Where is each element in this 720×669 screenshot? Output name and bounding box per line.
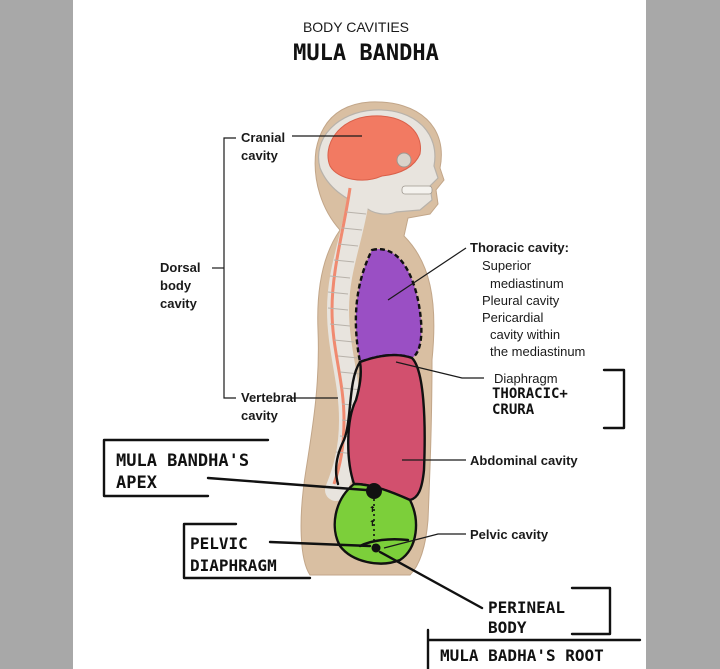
diaphragm-leader [395, 361, 484, 379]
spinal-cord [330, 187, 352, 485]
vertebral-label: Vertebral cavity [241, 390, 300, 423]
pelvic-diaphragm-note: PELVIC DIAPHRAGM [190, 534, 277, 575]
arrow-up-icon: ↑ [369, 516, 376, 529]
brain [327, 115, 421, 181]
apex-box [102, 438, 270, 498]
apex-pointer [206, 476, 368, 492]
handwritten-title: MULA BANDHA [293, 41, 439, 66]
thoracic-sublist: Superior mediastinum Pleural cavity Peri… [482, 258, 585, 359]
cranial-label: Cranial cavity [241, 130, 289, 163]
thoracic-heading: Thoracic cavity: [470, 240, 569, 255]
diaphragm-label: Diaphragm [494, 371, 558, 386]
dorsal-label: Dorsal body cavity [160, 260, 204, 311]
pelvic-leader [383, 533, 466, 549]
abdominal-label: Abdominal cavity [470, 453, 578, 468]
thoracic-leader [387, 247, 467, 301]
arrow-up-icon-2: ↑ [369, 502, 376, 515]
root-box [426, 628, 642, 669]
pelvic-cavity [333, 482, 418, 565]
eye-socket [396, 152, 412, 168]
vertebral-column [325, 189, 369, 501]
abdominal-cavity [347, 353, 426, 502]
perineal-pointer [378, 550, 484, 610]
dorsal-bracket [223, 137, 236, 399]
perineal-body-bracket [570, 586, 612, 636]
pelvic-label: Pelvic cavity [470, 527, 549, 542]
thoracic-crura-bracket [602, 368, 626, 430]
perineal-body-note: PERINEAL BODY [488, 598, 575, 637]
mula-bandha-root-note: MULA BADHA'S ROOT [440, 646, 604, 665]
page-title: BODY CAVITIES [303, 19, 409, 35]
pelvic-diaphragm-box [182, 522, 312, 580]
mula-bandha-apex-dot [366, 483, 382, 499]
crura-line [334, 360, 362, 486]
teeth [401, 185, 433, 195]
thoracic-crura-note: THORACIC+ CRURA [492, 386, 576, 418]
mula-bandha-apex-note: MULA BANDHA'S APEX [116, 451, 259, 493]
pelvic-diaphragm-pointer [268, 540, 372, 548]
perineal-body-dot [371, 543, 381, 553]
